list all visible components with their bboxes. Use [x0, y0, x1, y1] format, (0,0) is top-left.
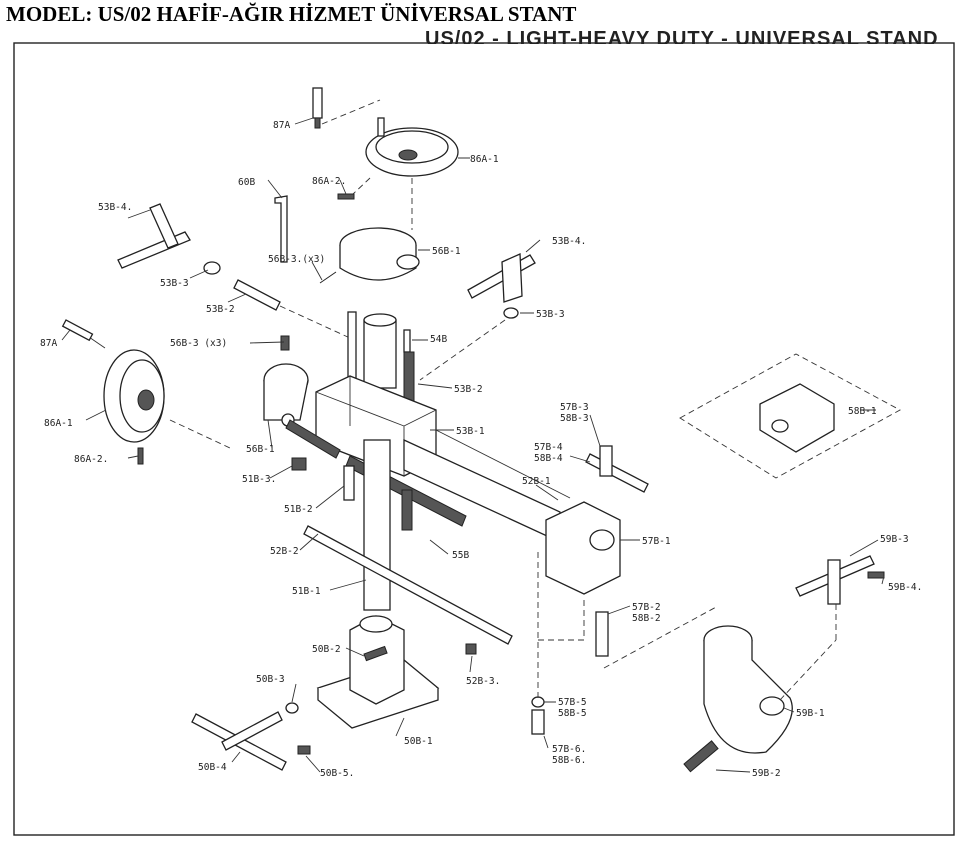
- part-86A1-left-handwheel: [103, 349, 165, 443]
- label-51B3-left: 51B-3.: [242, 474, 276, 485]
- label-56B3-mid: 56B-3 (x3): [170, 338, 227, 349]
- part-51B3-screw: [291, 457, 307, 471]
- label-87A-top: 87A: [273, 120, 290, 131]
- label-56B3-top: 56B-3.(x3): [268, 254, 325, 265]
- part-54B-column: [363, 313, 397, 389]
- label-56B1-top: 56B-1: [432, 246, 461, 257]
- label-50B3: 50B-3: [256, 674, 285, 685]
- label-53B2-left: 53B-2: [206, 304, 235, 315]
- part-56B1-mid-clamp: [263, 363, 309, 427]
- part-57B2-bolt: [595, 611, 609, 657]
- part-51B2-bracket: [343, 465, 355, 501]
- part-55B-vertical-screw: [401, 489, 413, 531]
- label-87A-left: 87A: [40, 338, 57, 349]
- label-86A1-left: 86A-1: [44, 418, 73, 429]
- label-50B2: 50B-2: [312, 644, 341, 655]
- part-50B5-screw: [297, 745, 311, 755]
- part-50B4-t-handle: [191, 711, 287, 771]
- label-57B5: 57B-5: [558, 697, 587, 708]
- label-86A1-top: 86A-1: [470, 154, 499, 165]
- page-title: MODEL: US/02 HAFİF-AĞIR HİZMET ÜNİVERSAL…: [6, 2, 577, 26]
- part-59B1-bracket: [703, 625, 793, 754]
- part-58B1-detail: [679, 353, 901, 479]
- part-52B3-screw: [465, 643, 477, 655]
- label-53B3-left: 53B-3: [160, 278, 189, 289]
- label-50B4: 50B-4: [198, 762, 227, 773]
- label-50B5: 50B-5.: [320, 768, 354, 779]
- part-57B5-washer: [531, 696, 545, 708]
- label-50B1: 50B-1: [404, 736, 433, 747]
- label-53B1: 53B-1: [456, 426, 485, 437]
- label-57B2: 57B-2: [632, 602, 661, 613]
- label-57B3: 57B-3: [560, 402, 589, 413]
- label-58B1: 58B-1: [848, 406, 877, 417]
- part-53B4-left-t-handle: [117, 203, 191, 269]
- label-52B2: 52B-2: [270, 546, 299, 557]
- part-50B3-washer: [285, 702, 299, 714]
- part-51B1-column: [363, 439, 391, 611]
- label-53B4-left: 53B-4.: [98, 202, 132, 213]
- label-86A2-left: 86A-2.: [74, 454, 108, 465]
- diagram-subtitle-cropped: US/02 - LIGHT-HEAVY DUTY - UNIVERSAL STA…: [425, 28, 939, 44]
- part-59B4-pin: [867, 571, 885, 579]
- label-60B: 60B: [238, 177, 255, 188]
- label-59B4: 59B-4.: [888, 582, 922, 593]
- label-51B1: 51B-1: [292, 586, 321, 597]
- part-54B-pin: [403, 329, 411, 353]
- label-58B2: 58B-2: [632, 613, 661, 624]
- label-52B1: 52B-1: [522, 476, 551, 487]
- label-58B5: 58B-5: [558, 708, 587, 719]
- part-57B1-end-block: [545, 501, 621, 595]
- label-59B3: 59B-3: [880, 534, 909, 545]
- part-59B2-screw: [683, 740, 719, 773]
- part-57B6-screw: [531, 709, 545, 735]
- label-57B1: 57B-1: [642, 536, 671, 547]
- label-55B: 55B: [452, 550, 469, 561]
- diagram-border: [13, 42, 955, 836]
- part-59B3-t-handle: [795, 555, 875, 605]
- part-53B3-left-washer: [203, 261, 221, 275]
- part-50B2-screw: [363, 645, 388, 662]
- part-53B4-right-t-handle: [467, 253, 536, 303]
- part-57B3-t-handle: [585, 445, 649, 493]
- part-56B1-top-clamp: [339, 227, 420, 281]
- part-53B3-right-washer: [503, 307, 519, 319]
- part-87A-top-pin: [312, 87, 323, 129]
- label-58B4: 58B-4: [534, 453, 563, 464]
- label-53B2-mid: 53B-2: [454, 384, 483, 395]
- label-58B6: 58B-6.: [552, 755, 586, 766]
- label-54B: 54B: [430, 334, 447, 345]
- label-53B4-right: 53B-4.: [552, 236, 586, 247]
- part-86A2-left-pin: [137, 447, 144, 465]
- label-59B1: 59B-1: [796, 708, 825, 719]
- part-50B1-base: [316, 615, 440, 729]
- part-52B2-rack: [303, 525, 513, 645]
- part-60B-key: [274, 195, 288, 263]
- label-86A2-top: 86A-2.: [312, 176, 346, 187]
- label-51B2: 51B-2: [284, 504, 313, 515]
- label-57B6: 57B-6.: [552, 744, 586, 755]
- label-58B3: 58B-3: [560, 413, 589, 424]
- part-56B3-mid-screw: [280, 335, 290, 351]
- label-53B3-right: 53B-3: [536, 309, 565, 320]
- part-86A2-top-pin: [337, 193, 355, 200]
- part-86A1-top-handwheel: [365, 117, 459, 177]
- part-53B2-left-screw: [233, 279, 281, 311]
- label-52B3: 52B-3.: [466, 676, 500, 687]
- label-56B1-mid: 56B-1: [246, 444, 275, 455]
- label-57B4: 57B-4: [534, 442, 563, 453]
- part-87A-left-pin: [61, 319, 94, 342]
- label-59B2: 59B-2: [752, 768, 781, 779]
